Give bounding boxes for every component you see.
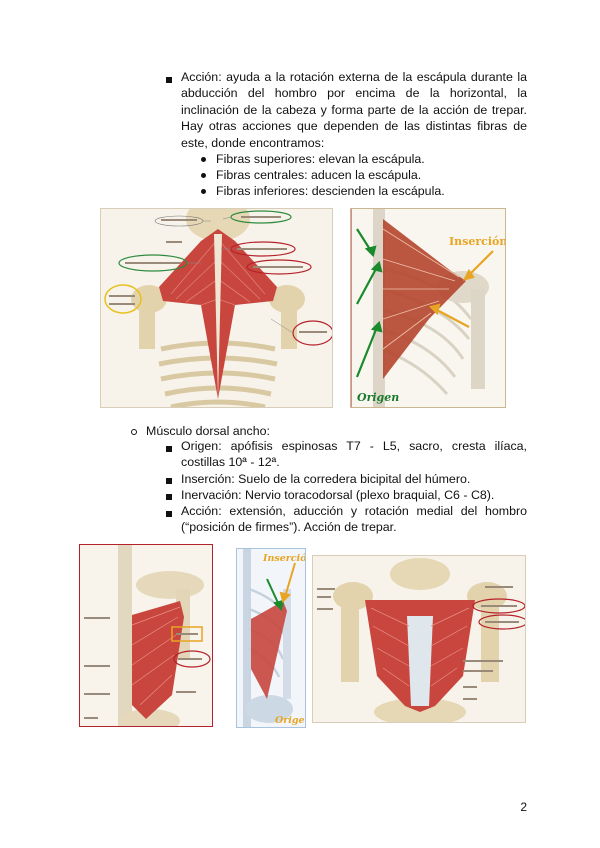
fibras-centrales: Fibras centrales: aducen la escápula.	[216, 168, 422, 182]
bullet-square	[166, 77, 172, 83]
accion-label: Acción:	[181, 70, 222, 84]
fibras-inferiores: Fibras inferiores: descienden la escápul…	[216, 184, 445, 198]
latissimus-posterior-figure	[312, 555, 526, 723]
bullet-dot	[201, 157, 206, 162]
bullet-square	[166, 478, 172, 484]
latissimus-skeleton-figure: Inserción Origen	[236, 548, 306, 728]
page-number: 2	[520, 800, 527, 814]
bullet-square	[166, 446, 172, 452]
dorsal-accion: Acción: extensión, aducción y rotación m…	[181, 504, 527, 535]
trapezius-lateral-illustration	[351, 209, 494, 407]
bullet-circle	[131, 429, 137, 435]
bullet-dot	[201, 173, 206, 178]
bullet-square	[166, 494, 172, 500]
bullet-square	[166, 511, 172, 517]
fibras-superiores: Fibras superiores: elevan la escápula.	[216, 152, 425, 166]
latissimus-skeleton-illustration	[243, 549, 296, 727]
accion-paragraph: Acción: ayuda a la rotación externa de l…	[181, 69, 527, 151]
latissimus-lateral-illustration	[84, 545, 211, 726]
accion-text: ayuda a la rotación externa de la escápu…	[181, 70, 527, 150]
dorsal-origen: Origen: apófisis espinosas T7 - L5, sacr…	[181, 439, 527, 470]
origen-label-lat: Origen	[275, 715, 305, 726]
trapezius-illustration	[104, 209, 332, 407]
bullet-dot	[201, 189, 206, 194]
dorsal-inervacion: Inervación: Nervio toracodorsal (plexo b…	[181, 488, 495, 502]
insercion-label: Inserción	[449, 235, 506, 248]
origen-label: Origen	[357, 391, 400, 404]
insercion-label-lat: Inserción	[263, 553, 306, 564]
latissimus-posterior-illustration	[317, 558, 525, 722]
dorsal-heading: Músculo dorsal ancho:	[146, 424, 270, 438]
trapezius-lateral-figure: Inserción Origen	[350, 208, 506, 408]
latissimus-lateral-figure	[79, 544, 213, 727]
trapezius-posterior-figure	[100, 208, 333, 408]
dorsal-insercion: Inserción: Suelo de la corredera bicipit…	[181, 472, 471, 486]
